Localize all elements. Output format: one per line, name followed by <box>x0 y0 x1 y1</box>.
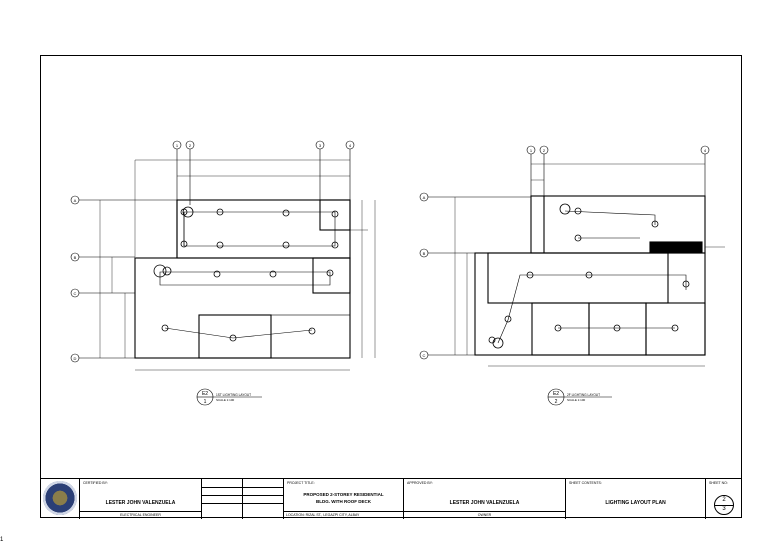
grid-col-label: 1 <box>176 143 179 148</box>
plan-tag-sheet: 1 <box>204 399 207 405</box>
grid-col-label: 4 <box>349 143 352 148</box>
title-block: CERTIFIED BY: LESTER JOHN VALENZUELA ELE… <box>40 478 742 519</box>
certified-by-cell: CERTIFIED BY: LESTER JOHN VALENZUELA ELE… <box>80 479 202 519</box>
grid-row-label: C <box>423 353 426 358</box>
grid-column-bubbles: 1 2 3 4 <box>172 140 355 205</box>
project-title-label: PROJECT TITLE: <box>287 481 315 485</box>
plan-tag-number: E2 <box>553 391 559 397</box>
owner-role: OWNER <box>404 511 565 519</box>
owner-name: LESTER JOHN VALENZUELA <box>449 500 520 506</box>
plan-right: 1 2 4 A B C <box>419 145 725 406</box>
lighting-circuits <box>159 211 336 339</box>
drawing-sheet-border <box>40 55 742 518</box>
project-location: LOCATION: RIZAL ST., LEGAZPI CITY, ALBAY <box>284 511 403 519</box>
plan-scale: SCALE 1:100 <box>567 398 586 402</box>
walls <box>134 199 351 359</box>
sheet-no-label: SHEET NO: <box>709 481 728 485</box>
sheet-contents-cell: SHEET CONTENTS: LIGHTING LAYOUT PLAN <box>566 479 706 519</box>
grid-col-label: 2 <box>189 143 192 148</box>
corner-mark: 1 <box>0 537 4 543</box>
dimension-lines <box>454 163 725 367</box>
plan-title: 2F LIGHTING LAYOUT <box>567 393 600 397</box>
grid-row-label: D <box>74 356 77 361</box>
approved-by-cell: APPROVED BY: LESTER JOHN VALENZUELA OWNE… <box>404 479 566 519</box>
project-title-cell: PROJECT TITLE: PROPOSED 2-STOREY RESIDEN… <box>284 479 404 519</box>
light-fixtures <box>488 203 690 349</box>
sheet-no-cell: SHEET NO: 2 3 <box>706 479 742 519</box>
project-title-line2: BLDG. WITH ROOF DECK <box>316 499 371 504</box>
light-fixtures <box>153 206 339 342</box>
grid-col-label: 4 <box>704 148 707 153</box>
engineer-role: ELECTRICAL ENGINEER <box>80 511 201 519</box>
revision-cell <box>202 479 284 519</box>
grid-row-label: B <box>74 255 77 260</box>
grid-col-label: 2 <box>543 148 546 153</box>
approved-by-label: APPROVED BY: <box>407 481 433 485</box>
grid-row-label: A <box>74 198 77 203</box>
project-title-line1: PROPOSED 2-STOREY RESIDENTIAL <box>303 492 384 497</box>
engineer-name: LESTER JOHN VALENZUELA <box>105 500 176 506</box>
sheet-contents: LIGHTING LAYOUT PLAN <box>605 500 666 506</box>
sheet-total: 3 <box>722 506 726 512</box>
grid-column-bubbles: 1 2 4 <box>526 145 710 196</box>
plan-tag-sheet: 2 <box>555 399 558 405</box>
plan-tag-number: E2 <box>202 391 208 397</box>
sheet-contents-label: SHEET CONTENTS: <box>569 481 602 485</box>
walls <box>474 195 706 356</box>
seal-cell <box>40 479 80 519</box>
plan-tag-right: E2 2 2F LIGHTING LAYOUT SCALE 1:100 <box>547 388 612 406</box>
sheet-number-badge: 2 3 <box>714 495 734 515</box>
sheet-number: 2 <box>722 497 726 503</box>
grid-col-label: 3 <box>319 143 322 148</box>
grid-row-bubbles: A B C D <box>70 195 180 363</box>
grid-row-label: B <box>423 251 426 256</box>
plan-left: 1 2 3 4 A B C D <box>70 140 376 406</box>
engineer-seal-icon <box>43 481 77 515</box>
dimension-lines <box>99 159 376 371</box>
plan-tag-left: E2 1 1ST LIGHTING LAYOUT SCALE 1:100 <box>196 388 262 406</box>
grid-row-label: A <box>423 195 426 200</box>
certified-by-label: CERTIFIED BY: <box>83 481 108 485</box>
lighting-circuits <box>497 210 687 344</box>
plan-scale: SCALE 1:100 <box>216 398 235 402</box>
grid-col-label: 1 <box>530 148 533 153</box>
grid-row-label: C <box>74 291 77 296</box>
plan-title: 1ST LIGHTING LAYOUT <box>216 393 251 397</box>
